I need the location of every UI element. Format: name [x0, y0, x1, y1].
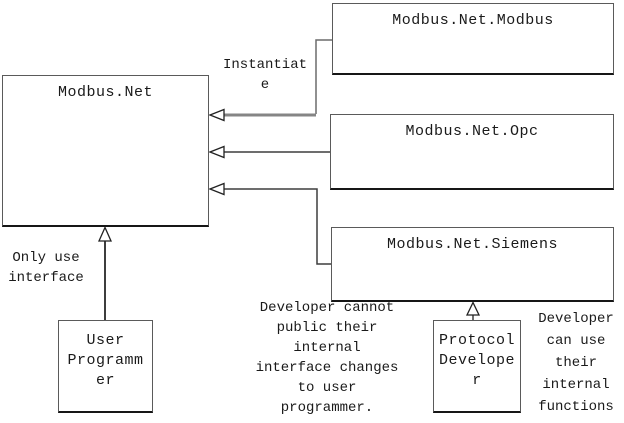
box-modbus-net: Modbus.Net: [2, 75, 209, 227]
label-instantiate-line: e: [260, 77, 270, 93]
label-dev-can-line: their: [554, 355, 597, 371]
protocol-developer-line: Develope: [438, 352, 515, 369]
box-modbus-net-opc: Modbus.Net.Opc: [330, 114, 614, 190]
arrowhead-user-icon: [97, 225, 113, 242]
box-user-programmer: User Programm er: [58, 320, 153, 413]
connector-opc-to-modbusnet: [208, 145, 330, 159]
box-modbus-net-modbus-title: Modbus.Net.Modbus: [392, 12, 554, 29]
box-modbus-net-modbus: Modbus.Net.Modbus: [332, 3, 614, 75]
label-developer-cannot: Developer cannot public their internal i…: [242, 298, 412, 418]
label-only-use-line: Only use: [12, 250, 80, 266]
label-dev-can-line: Developer: [538, 311, 614, 327]
connector-modbus-to-modbusnet: [208, 39, 332, 122]
label-dev-cannot-line: programmer.: [280, 400, 374, 416]
arrowhead-opc-icon: [208, 145, 225, 159]
label-dev-cannot-line: Developer cannot: [259, 300, 395, 316]
label-instantiate-line: Instantiat: [222, 57, 307, 73]
user-programmer-line: User: [86, 332, 125, 349]
connector-user-to-modbusnet: [97, 225, 113, 320]
box-modbus-net-opc-title: Modbus.Net.Opc: [405, 123, 539, 140]
box-modbus-net-siemens: Modbus.Net.Siemens: [331, 227, 614, 302]
label-instantiate: Instantiat e: [215, 55, 315, 95]
label-dev-cannot-line: interface changes: [255, 360, 399, 376]
arrowhead-siemens-icon: [208, 182, 225, 196]
label-dev-can-line: functions: [538, 399, 614, 415]
label-dev-cannot-line: to user: [297, 380, 357, 396]
box-modbus-net-siemens-title: Modbus.Net.Siemens: [386, 236, 559, 253]
label-only-use-line: interface: [8, 270, 84, 286]
protocol-developer-line: Protocol: [438, 332, 515, 349]
box-modbus-net-title: Modbus.Net: [57, 84, 153, 101]
label-only-use-interface: Only use interface: [5, 248, 87, 288]
label-developer-can: Developer can use their internal functio…: [530, 308, 622, 418]
label-dev-cannot-line: internal: [293, 340, 361, 356]
label-dev-cannot-line: public their: [276, 320, 378, 336]
label-dev-can-line: can use: [546, 333, 606, 349]
arrowhead-protocol-icon: [465, 300, 481, 316]
protocol-developer-line: r: [472, 372, 482, 389]
connector-siemens-to-modbusnet: [208, 182, 331, 265]
user-programmer-line: er: [95, 372, 115, 389]
arrowhead-instantiate-icon: [208, 108, 225, 122]
user-programmer-line: Programm: [67, 352, 144, 369]
box-protocol-developer: Protocol Develope r: [433, 320, 521, 413]
label-dev-can-line: internal: [542, 377, 610, 393]
connector-protocol-to-siemens: [465, 300, 481, 320]
